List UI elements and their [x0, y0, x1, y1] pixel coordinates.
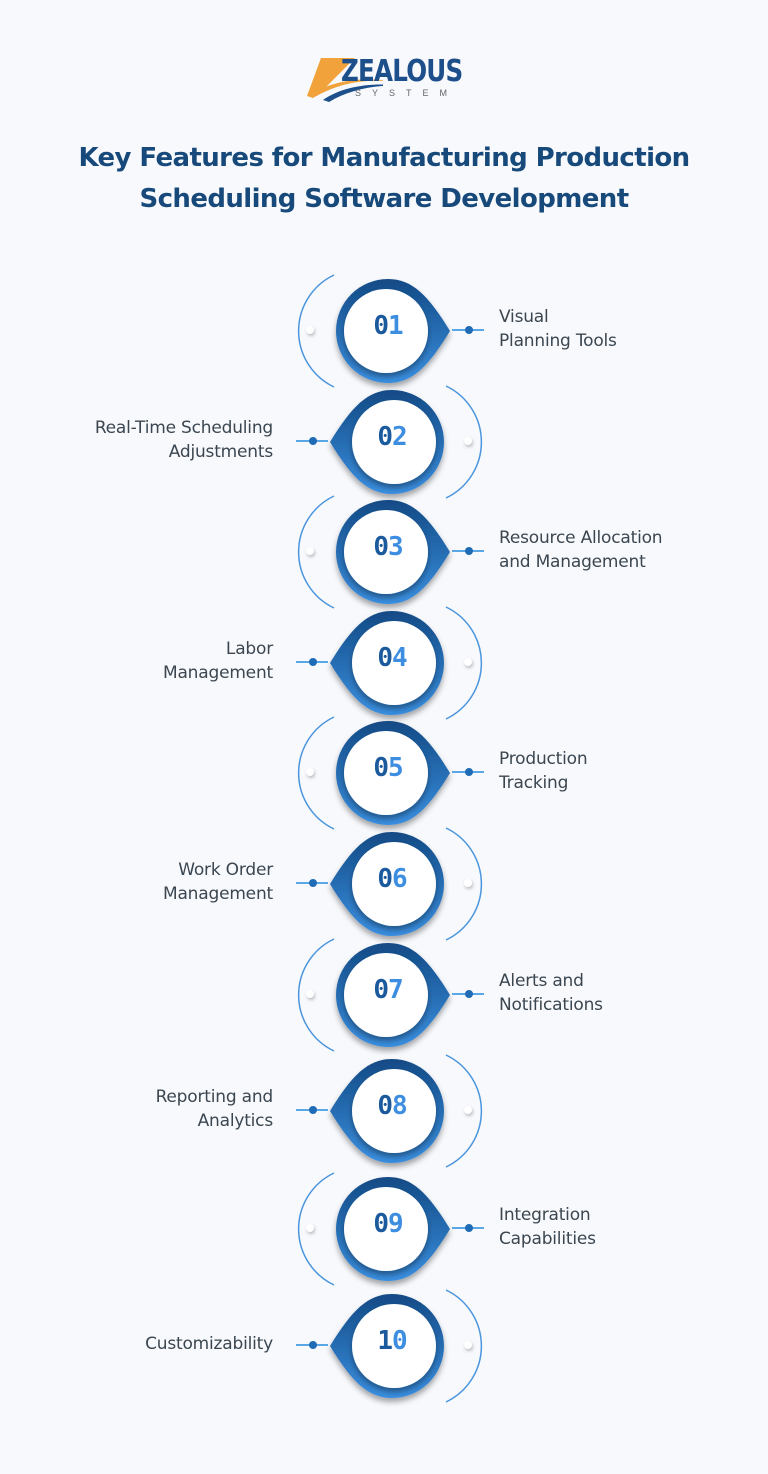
logo-tagline: SYSTEM: [355, 88, 459, 98]
feature-number: 02: [377, 422, 407, 452]
feature-number: 07: [373, 975, 403, 1005]
number-badge: 01: [297, 274, 450, 388]
connector-line: [452, 326, 484, 334]
connector-line: [296, 879, 328, 887]
white-dot-icon: [306, 990, 314, 998]
feature-number: 01: [373, 311, 403, 341]
connector-line: [296, 1106, 328, 1114]
connector-line: [452, 990, 484, 998]
teardrop-badge-icon: [297, 274, 450, 388]
connector-line: [296, 437, 328, 445]
connector-line: [452, 768, 484, 776]
number-badge: 07: [297, 938, 450, 1052]
white-dot-icon: [306, 326, 314, 334]
number-badge: 04: [330, 606, 483, 720]
feature-number: 05: [373, 753, 403, 783]
number-badge: 09: [297, 1172, 450, 1286]
number-badge: 03: [297, 495, 450, 609]
teardrop-badge-icon: [330, 606, 483, 720]
feature-number: 08: [377, 1091, 407, 1121]
connector-line: [452, 1224, 484, 1232]
white-dot-icon: [464, 879, 472, 887]
feature-label: Customizability: [145, 1334, 273, 1354]
logo-swoosh-icon: [307, 58, 383, 102]
connector-line: [296, 658, 328, 666]
teardrop-badge-icon: [297, 495, 450, 609]
feature-number: 10: [377, 1326, 407, 1356]
feature-number: 09: [373, 1209, 403, 1239]
white-dot-icon: [464, 1341, 472, 1349]
teardrop-badge-icon: [330, 1289, 483, 1403]
teardrop-badge-icon: [297, 716, 450, 830]
page-title: Key Features for Manufacturing Productio…: [78, 143, 690, 214]
white-dot-icon: [306, 547, 314, 555]
logo-wordmark: ZEALOUS: [341, 54, 463, 89]
feature-item: 10 Customizability: [0, 1289, 768, 1403]
white-dot-icon: [464, 437, 472, 445]
number-badge: 02: [330, 385, 483, 499]
feature-number: 06: [377, 864, 407, 894]
connector-line: [296, 1341, 328, 1349]
white-dot-icon: [464, 658, 472, 666]
number-badge: 08: [330, 1054, 483, 1168]
teardrop-badge-icon: [297, 938, 450, 1052]
number-badge: 06: [330, 827, 483, 941]
feature-number: 03: [373, 532, 403, 562]
feature-number: 04: [377, 643, 407, 673]
teardrop-badge-icon: [330, 827, 483, 941]
teardrop-badge-icon: [330, 385, 483, 499]
number-badge: 05: [297, 716, 450, 830]
teardrop-badge-icon: [330, 1054, 483, 1168]
connector-line: [452, 547, 484, 555]
teardrop-badge-icon: [297, 1172, 450, 1286]
white-dot-icon: [464, 1106, 472, 1114]
white-dot-icon: [306, 768, 314, 776]
white-dot-icon: [306, 1224, 314, 1232]
zealous-logo: ZEALOUS SYSTEM: [303, 52, 468, 102]
number-badge: 10: [330, 1289, 483, 1403]
